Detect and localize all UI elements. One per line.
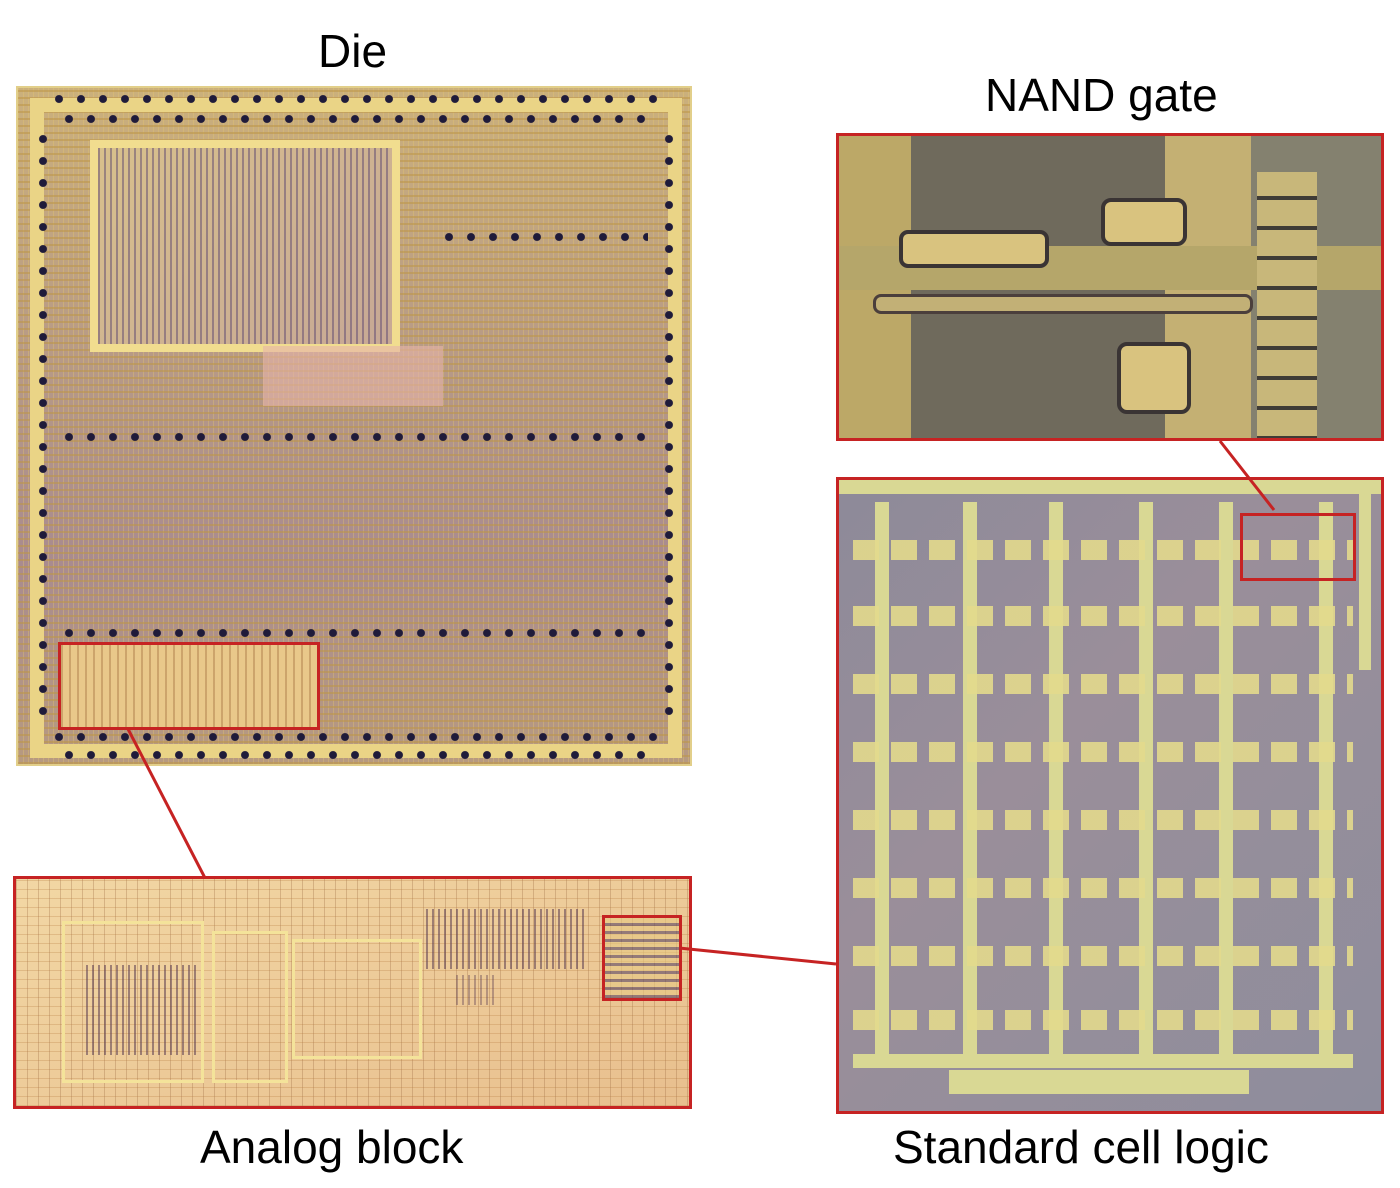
nand-contact-bottom <box>1117 342 1191 414</box>
std-cell-row <box>853 742 1353 762</box>
analog-circuit-3 <box>456 975 496 1005</box>
die-label: Die <box>318 25 388 77</box>
std-right-rail <box>1359 480 1371 670</box>
die-pad-row-top <box>48 94 668 104</box>
std-cell-row <box>853 674 1353 694</box>
std-top-rail <box>839 480 1381 494</box>
std-bottom-rail <box>853 1054 1353 1068</box>
analog-standard-cell-highlight <box>602 915 682 1001</box>
analog-block-photo <box>13 876 692 1109</box>
std-column-rail-3 <box>1049 502 1063 1062</box>
standard-cell-logic-label: Standard cell logic <box>893 1121 1269 1173</box>
die-pad-row-mid2 <box>58 432 658 442</box>
nand-via-stack <box>1257 172 1317 438</box>
analog-subblock-2 <box>212 931 288 1083</box>
analog-block-label: Analog block <box>200 1121 464 1173</box>
nand-poly-line <box>873 294 1253 314</box>
die-pad-col-right <box>664 128 674 728</box>
connector-analog-to-stdcell <box>678 946 837 966</box>
die-memory-block <box>90 140 400 352</box>
die-pad-row-mid3 <box>58 628 658 638</box>
die-pad-row-bottom-inner <box>58 750 658 760</box>
std-cell-row <box>853 878 1353 898</box>
standard-cell-photo <box>836 477 1384 1114</box>
std-nand-highlight <box>1240 513 1356 581</box>
die-pad-row-bottom <box>48 732 668 742</box>
std-column-rail-6 <box>1319 502 1333 1062</box>
analog-circuit-2 <box>426 909 586 969</box>
die-pad-row-mid1 <box>438 232 648 242</box>
nand-gate-label: NAND gate <box>985 69 1218 121</box>
std-column-rail-2 <box>963 502 977 1062</box>
std-bottom-bus <box>949 1070 1249 1094</box>
nand-gate-photo <box>836 133 1384 441</box>
nand-contact-left <box>899 230 1049 268</box>
std-cell-row <box>853 946 1353 966</box>
analog-subblock-3 <box>292 939 422 1059</box>
die-analog-highlight <box>58 642 320 730</box>
std-cell-row <box>853 810 1353 830</box>
std-cell-row <box>853 1010 1353 1030</box>
analog-circuit-1 <box>86 965 196 1055</box>
die-photo <box>16 86 692 766</box>
std-column-rail-4 <box>1139 502 1153 1062</box>
std-column-rail-1 <box>875 502 889 1062</box>
std-cell-row <box>853 606 1353 626</box>
die-pad-col-left <box>38 128 48 728</box>
std-column-rail-5 <box>1219 502 1233 1062</box>
nand-contact-top <box>1101 198 1187 246</box>
analog-subblock-1 <box>62 921 204 1083</box>
std-cell-row <box>853 540 1353 560</box>
die-routing-region <box>263 346 443 406</box>
die-pad-row-top-inner <box>58 114 658 124</box>
